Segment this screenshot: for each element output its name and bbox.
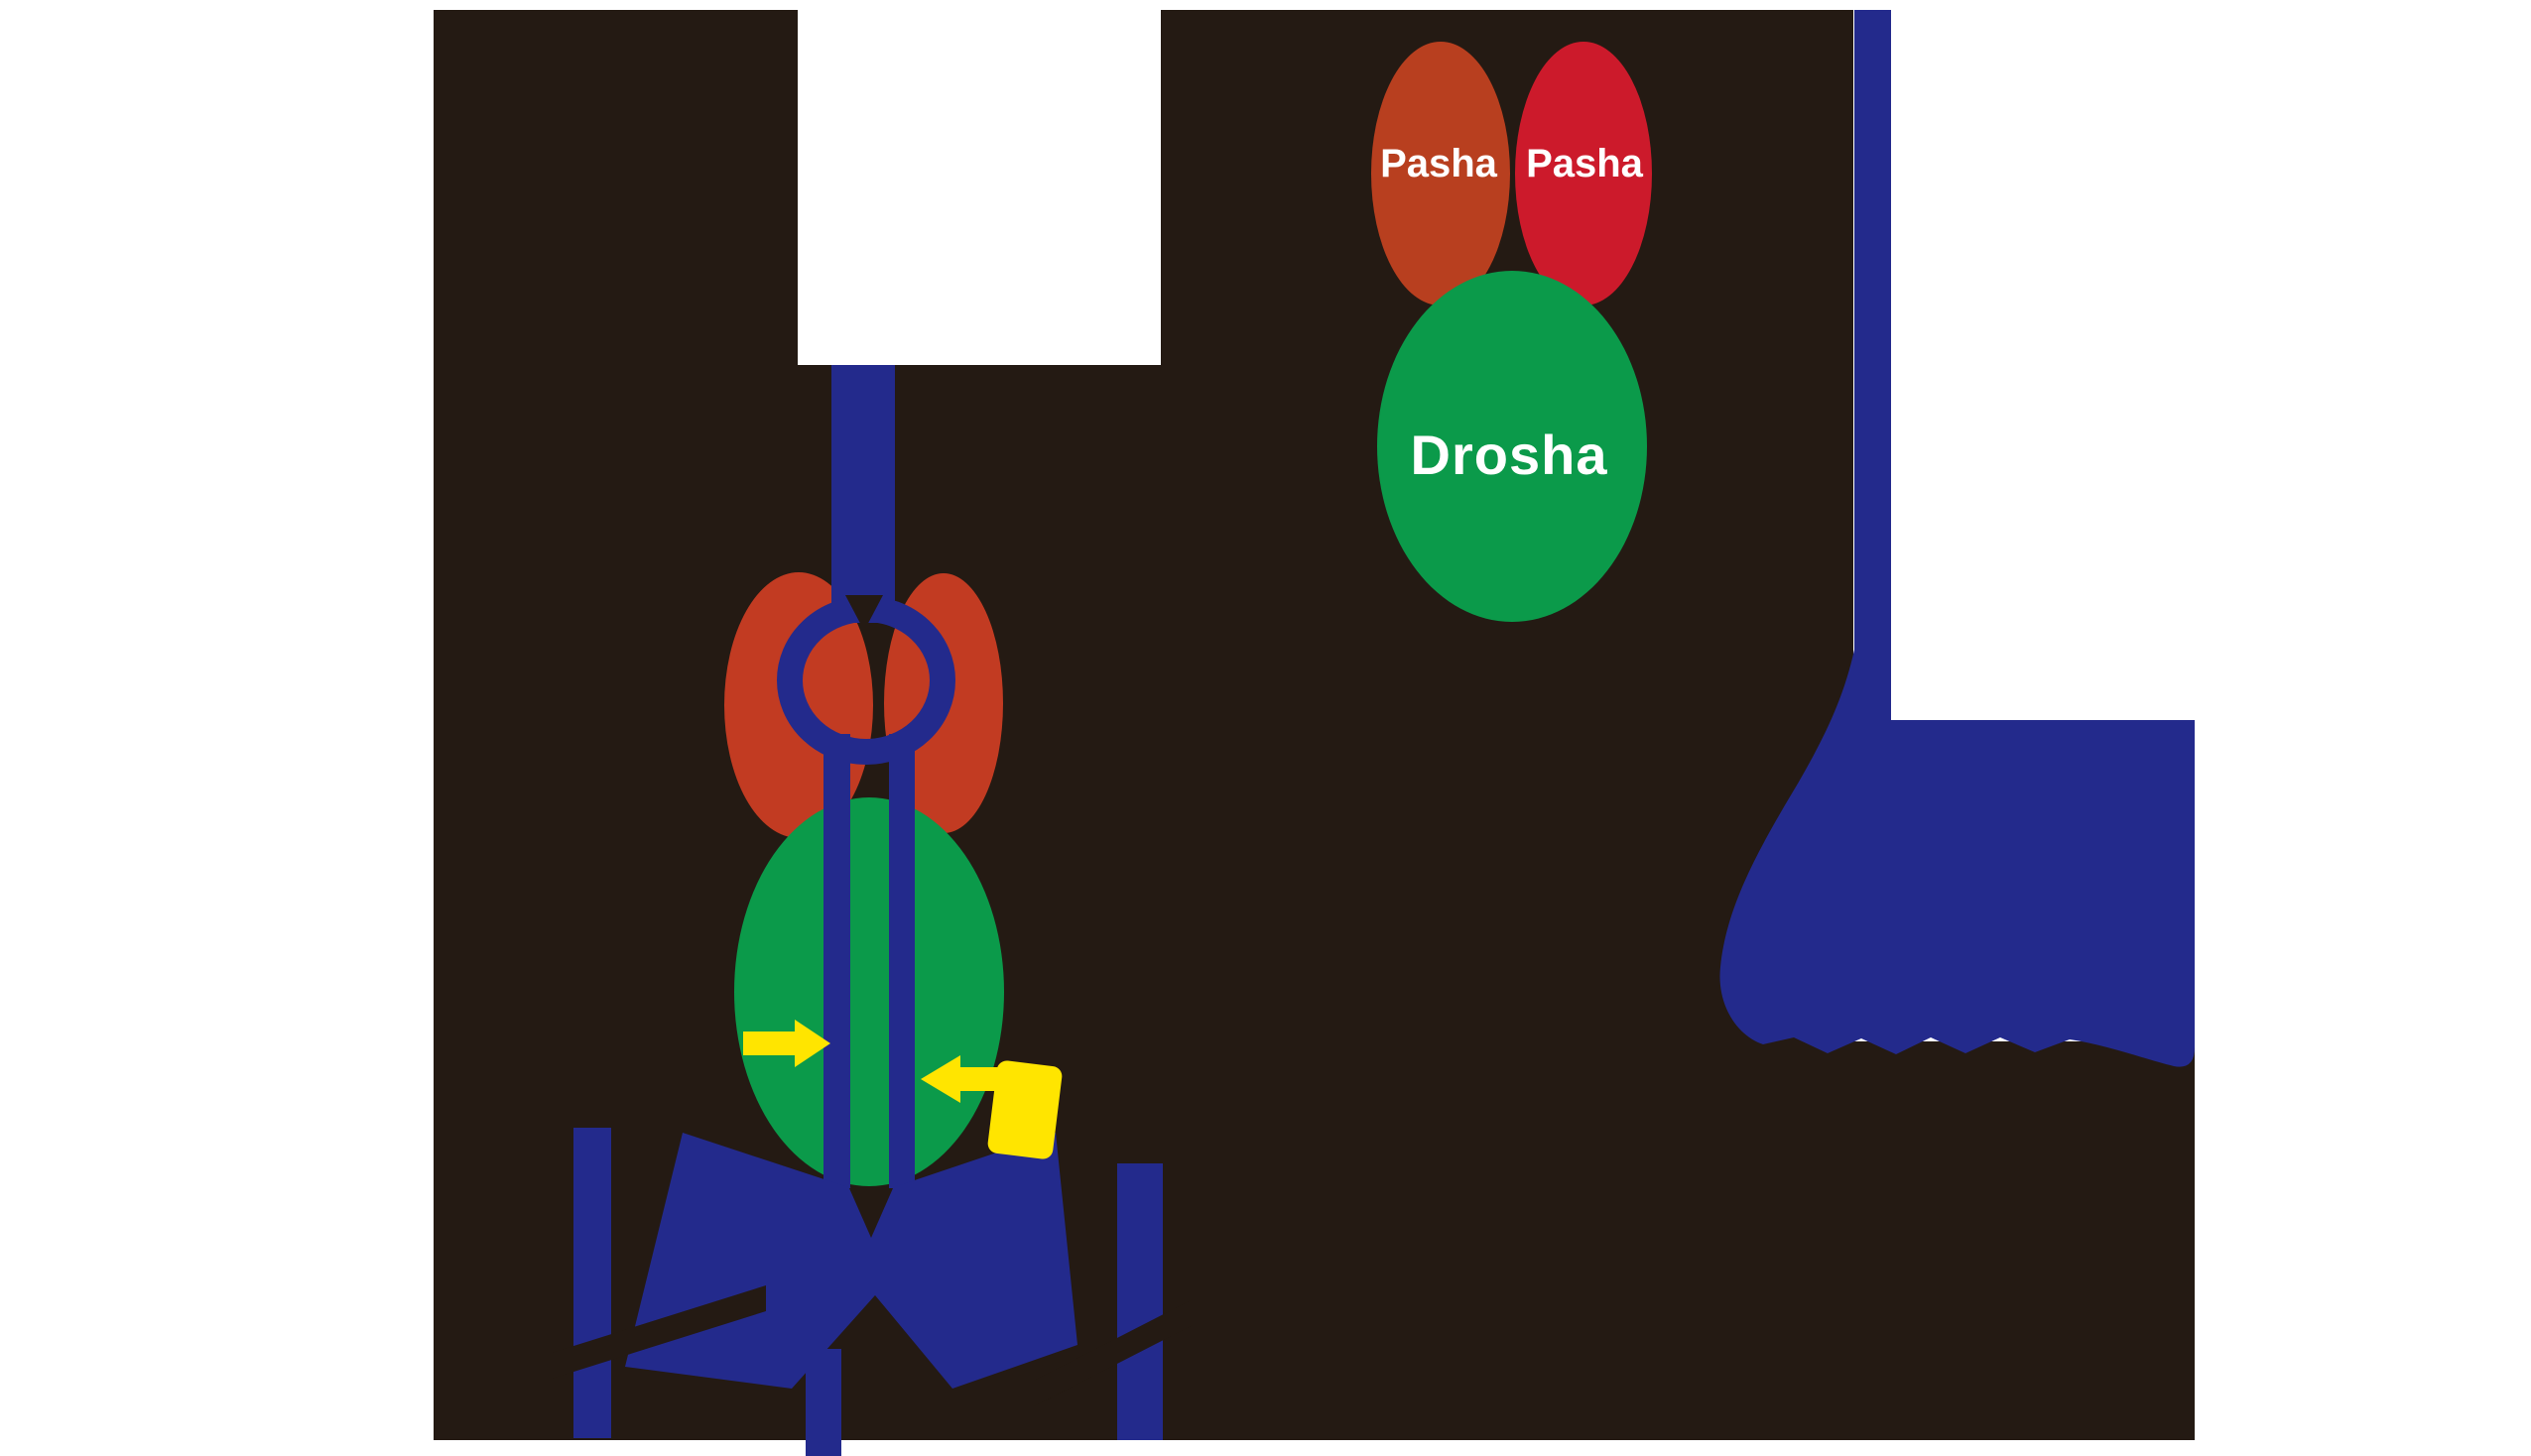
cut-strand-bar-right bbox=[1117, 1163, 1163, 1440]
cleavage-arrow-left-icon bbox=[921, 1055, 1006, 1103]
strand-break-slash-left bbox=[552, 1285, 766, 1379]
strand-gap-notch bbox=[849, 1188, 893, 1238]
hairpin-strand-right bbox=[889, 734, 915, 1216]
cut-strand-m-shape bbox=[625, 1133, 1077, 1389]
pasha-right-label: Pasha bbox=[1526, 142, 1644, 185]
microprocessor-complex: Pasha Pasha Drosha bbox=[1371, 42, 1652, 622]
cut-strand-bar-left bbox=[573, 1128, 611, 1438]
cleavage-markers bbox=[743, 1020, 1063, 1159]
rna-strand-curve bbox=[1719, 10, 2195, 1067]
complex-pasha-left-ellipse bbox=[1371, 42, 1510, 305]
drosha-label: Drosha bbox=[1411, 424, 1608, 486]
stem-split-notch bbox=[845, 595, 883, 631]
hairpin-drosha-ellipse bbox=[734, 797, 1004, 1186]
cleaved-strands bbox=[552, 1128, 1193, 1456]
hairpin-stem bbox=[831, 365, 895, 623]
complex-pasha-right-ellipse bbox=[1515, 42, 1652, 305]
pasha-left-label: Pasha bbox=[1380, 142, 1498, 185]
cleavage-arrow-right-icon bbox=[743, 1020, 830, 1067]
strand-break-slash-right bbox=[1034, 1299, 1193, 1406]
pri-mirna-hairpin bbox=[724, 365, 1004, 1216]
cleavage-site-marker bbox=[987, 1060, 1063, 1159]
cut-strand-leg bbox=[806, 1349, 841, 1456]
complex-drosha-ellipse bbox=[1377, 271, 1647, 622]
hairpin-strand-left bbox=[823, 734, 850, 1192]
mask-window bbox=[798, 10, 1161, 365]
